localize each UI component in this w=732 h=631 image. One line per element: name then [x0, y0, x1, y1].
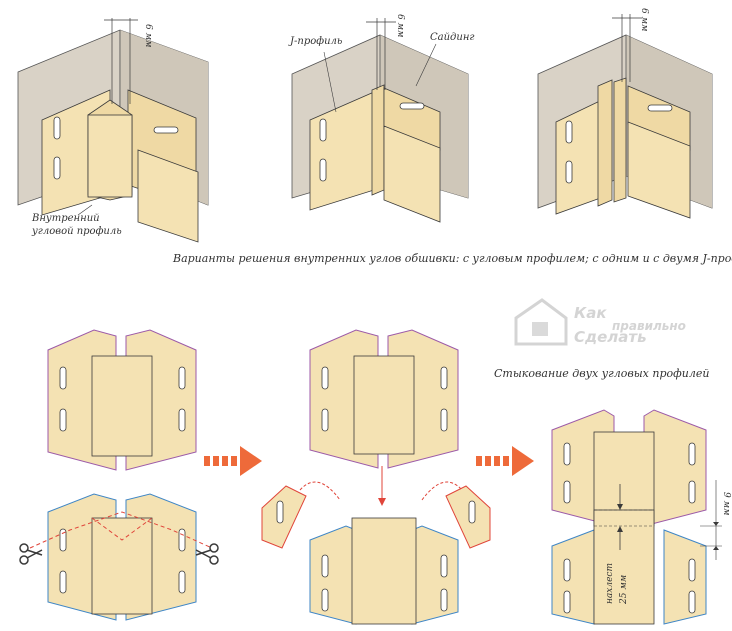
assembled-profiles	[551, 409, 722, 625]
arrow-right-icon	[476, 446, 534, 476]
label-corner-profile-line1: Внутренний	[31, 213, 100, 224]
purple-corner-profile-2	[309, 329, 459, 469]
watermark: Как правильно Сделать	[514, 298, 686, 346]
label-corner-profile-line2: угловой профиль	[31, 226, 122, 237]
watermark-line3: Сделать	[574, 328, 647, 346]
cut-piece-left	[261, 485, 307, 549]
blue-corner-profile-2	[309, 517, 459, 625]
cut-piece-right	[445, 485, 491, 549]
arrow-down-icon	[378, 466, 386, 506]
dimension-label-1: 6 мм	[143, 24, 153, 48]
top-illustration-corner-profile	[17, 18, 209, 243]
top-caption: Варианты решения внутренних углов обшивк…	[172, 252, 732, 265]
top-illustration-one-j-profile	[291, 18, 469, 223]
purple-corner-profile-1	[47, 329, 197, 471]
watermark-line2: правильно	[612, 319, 686, 333]
scissors-icon	[195, 543, 219, 565]
blue-corner-profile-1	[29, 493, 213, 621]
house-logo-icon	[514, 298, 568, 346]
curved-arrow-icon	[299, 481, 341, 501]
dimension-label-2: 6 мм	[395, 14, 405, 38]
dimension-label-3: 6 мм	[639, 8, 649, 32]
overlap-label-1: нахлест	[605, 563, 615, 604]
gap-label: 9 мм	[721, 492, 731, 516]
bottom-caption: Стыкование двух угловых профилей	[494, 367, 709, 380]
label-siding: Сайдинг	[430, 32, 474, 43]
label-j-profile: J-профиль	[288, 36, 342, 47]
arrow-right-icon	[204, 446, 262, 476]
overlap-label-2: 25 мм	[619, 575, 629, 605]
watermark-line1: Как	[574, 304, 607, 322]
curved-arrow-icon	[421, 481, 463, 501]
top-illustration-two-j-profiles	[537, 14, 713, 219]
scissors-icon	[19, 543, 43, 565]
